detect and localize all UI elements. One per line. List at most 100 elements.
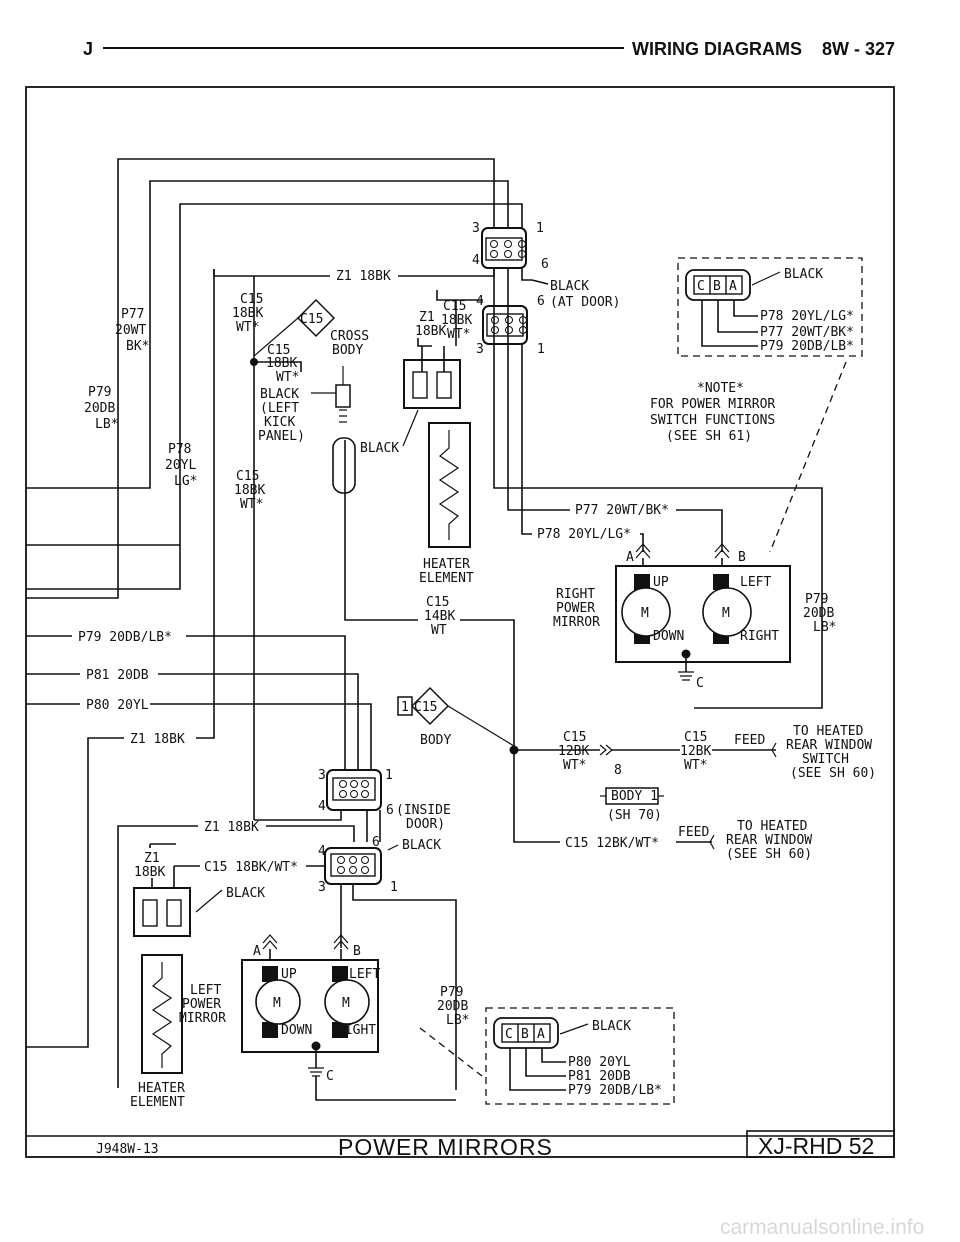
c15-b-stripe: WT* xyxy=(276,370,299,385)
splice-section: 1 C15 BODY C15 12BK WT* 8 C15 12BK WT* F… xyxy=(397,686,876,862)
splice-c15a-gauge: 12BK xyxy=(558,744,589,759)
splice-sh70: (SH 70) xyxy=(607,808,662,823)
idc-pin3b: 3 xyxy=(318,880,326,895)
ground-stud xyxy=(335,384,351,408)
hr-c15-14: C15 xyxy=(426,595,449,610)
lm-label-1: LEFT xyxy=(190,983,221,998)
idc-pin1: 1 xyxy=(385,768,393,783)
drawing-title: POWER MIRRORS xyxy=(338,1134,553,1160)
top-conn-pin4: 4 xyxy=(472,253,480,268)
note-title: *NOTE* xyxy=(697,381,744,396)
rm-a: A xyxy=(626,550,634,565)
heater-element-right xyxy=(428,422,471,548)
rc-pin6: 6 xyxy=(537,294,545,309)
hr-black: BLACK xyxy=(360,441,399,456)
lsc-black: BLACK xyxy=(592,1019,631,1034)
p81-label: P81 20DB xyxy=(86,668,149,683)
p78-wire-label: P78 20YL/LG* xyxy=(537,527,631,542)
right-6pin-connector xyxy=(482,305,528,345)
rc-pin4: 4 xyxy=(476,294,484,309)
splice-to-heated: TO HEATED xyxy=(793,724,864,739)
p78-label: P78 xyxy=(168,442,191,457)
lh-z1-gauge: 18BK xyxy=(134,865,165,880)
p77-label: P77 xyxy=(121,307,144,322)
rm-p79-color: 20DB xyxy=(803,606,834,621)
splice-feed: FEED xyxy=(734,733,765,748)
hr-z1-gauge: 18BK xyxy=(415,324,446,339)
lsc-p79: P79 20DB/LB* xyxy=(568,1083,662,1098)
splice-c15b-stripe: WT* xyxy=(684,758,707,773)
rm-left: LEFT xyxy=(740,575,771,590)
c15-a-stripe: WT* xyxy=(236,320,259,335)
splice-pin1: 1 xyxy=(401,700,409,715)
body-label: BODY xyxy=(332,343,363,358)
splice-rear-window: REAR WINDOW xyxy=(786,738,872,753)
p79-stripe: LB* xyxy=(95,417,118,432)
right-power-mirror: P77 20WT/BK* P78 20YL/LG* M M UP LEFT DO… xyxy=(493,268,836,709)
c15-a-gauge: 18BK xyxy=(232,306,263,321)
hr-element: ELEMENT xyxy=(419,571,474,586)
rsc-p78: P78 20YL/LG* xyxy=(760,309,854,324)
right-mirror-motor-1 xyxy=(621,587,671,637)
lm-label-2: POWER xyxy=(182,997,221,1012)
p79-label: P79 xyxy=(88,385,111,400)
drawing-ref: J948W-13 xyxy=(96,1142,159,1157)
top-conn-pin3: 3 xyxy=(472,221,480,236)
note-line-2: SWITCH FUNCTIONS xyxy=(650,413,775,428)
header-section: WIRING DIAGRAMS xyxy=(632,39,802,59)
rm-label-3: MIRROR xyxy=(553,615,600,630)
lsc-p80: P80 20YL xyxy=(568,1055,631,1070)
idc-pin6b: 6 xyxy=(372,835,380,850)
c15-b-gauge: 18BK xyxy=(266,356,297,371)
splice-c15b-gauge: 12BK xyxy=(680,744,711,759)
splice-body: BODY xyxy=(420,733,451,748)
splice-switch: SWITCH xyxy=(802,752,849,767)
c15-c-stripe: WT* xyxy=(240,497,263,512)
diagram-border xyxy=(25,86,895,1158)
rc-pin1: 1 xyxy=(537,342,545,357)
splice-feed2: FEED xyxy=(678,825,709,840)
splice-c15a: C15 xyxy=(563,730,586,745)
p77-color: 20WT xyxy=(115,323,146,338)
left-heater-section: Z1 18BK C15 18BK/WT* BLACK HEATER ELEMEN… xyxy=(130,843,325,1110)
lm-left: LEFT xyxy=(349,967,380,982)
rsc-p79: P79 20DB/LB* xyxy=(760,339,854,354)
lh-black: BLACK xyxy=(226,886,265,901)
right-mirror-motor-2 xyxy=(702,587,752,637)
lm-down: DOWN xyxy=(281,1023,312,1038)
left-power-mirror: LEFT POWER MIRROR M M UP LEFT DOWN RIGHT… xyxy=(179,934,469,1101)
heater-element-left xyxy=(141,954,183,1074)
inside-door-connector: 3 1 4 6 (INSIDE DOOR) Z1 18BK 4 6 3 1 BL… xyxy=(117,768,457,1090)
rm-label-2: POWER xyxy=(556,601,595,616)
hr-c15: C15 xyxy=(443,299,466,314)
idc-pin4b: 4 xyxy=(318,844,326,859)
lm-m1: M xyxy=(273,996,281,1011)
ground-left: (LEFT xyxy=(260,401,299,416)
header-page-number: 8W - 327 xyxy=(822,39,895,59)
left-wire-labels: P77 20WT BK* P79 20DB LB* P78 20YL LG* xyxy=(84,307,197,489)
title-block: J948W-13 POWER MIRRORS XJ-RHD 52 xyxy=(26,1130,895,1160)
cross-label: CROSS xyxy=(330,329,369,344)
ground-panel: PANEL) xyxy=(258,429,305,444)
c15-c-gauge: 18BK xyxy=(234,483,265,498)
rm-label-1: RIGHT xyxy=(556,587,595,602)
watermark: carmanualsonline.info xyxy=(720,1216,924,1239)
lm-p79-color: 20DB xyxy=(437,999,468,1014)
left-mirror-motor-2 xyxy=(324,979,370,1025)
idc-pin4: 4 xyxy=(318,799,326,814)
rm-m1: M xyxy=(641,606,649,621)
splice-rear-window2: REAR WINDOW xyxy=(726,833,812,848)
p79-full-label: P79 20DB/LB* xyxy=(78,630,172,645)
note-line-3: (SEE SH 61) xyxy=(666,429,752,444)
lm-c: C xyxy=(326,1069,334,1084)
splice-see-sh60: (SEE SH 60) xyxy=(790,766,876,781)
note-line-1: FOR POWER MIRROR xyxy=(650,397,775,412)
z1-lower-label: Z1 18BK xyxy=(130,732,185,747)
left-mirror-motor-1 xyxy=(255,979,301,1025)
header-letter: J xyxy=(83,39,93,59)
idc-black: BLACK xyxy=(402,838,441,853)
lm-p79-stripe: LB* xyxy=(446,1013,469,1028)
splice-diamond: C15 xyxy=(414,700,437,715)
lm-a: A xyxy=(253,944,261,959)
c15-a: C15 xyxy=(240,292,263,307)
